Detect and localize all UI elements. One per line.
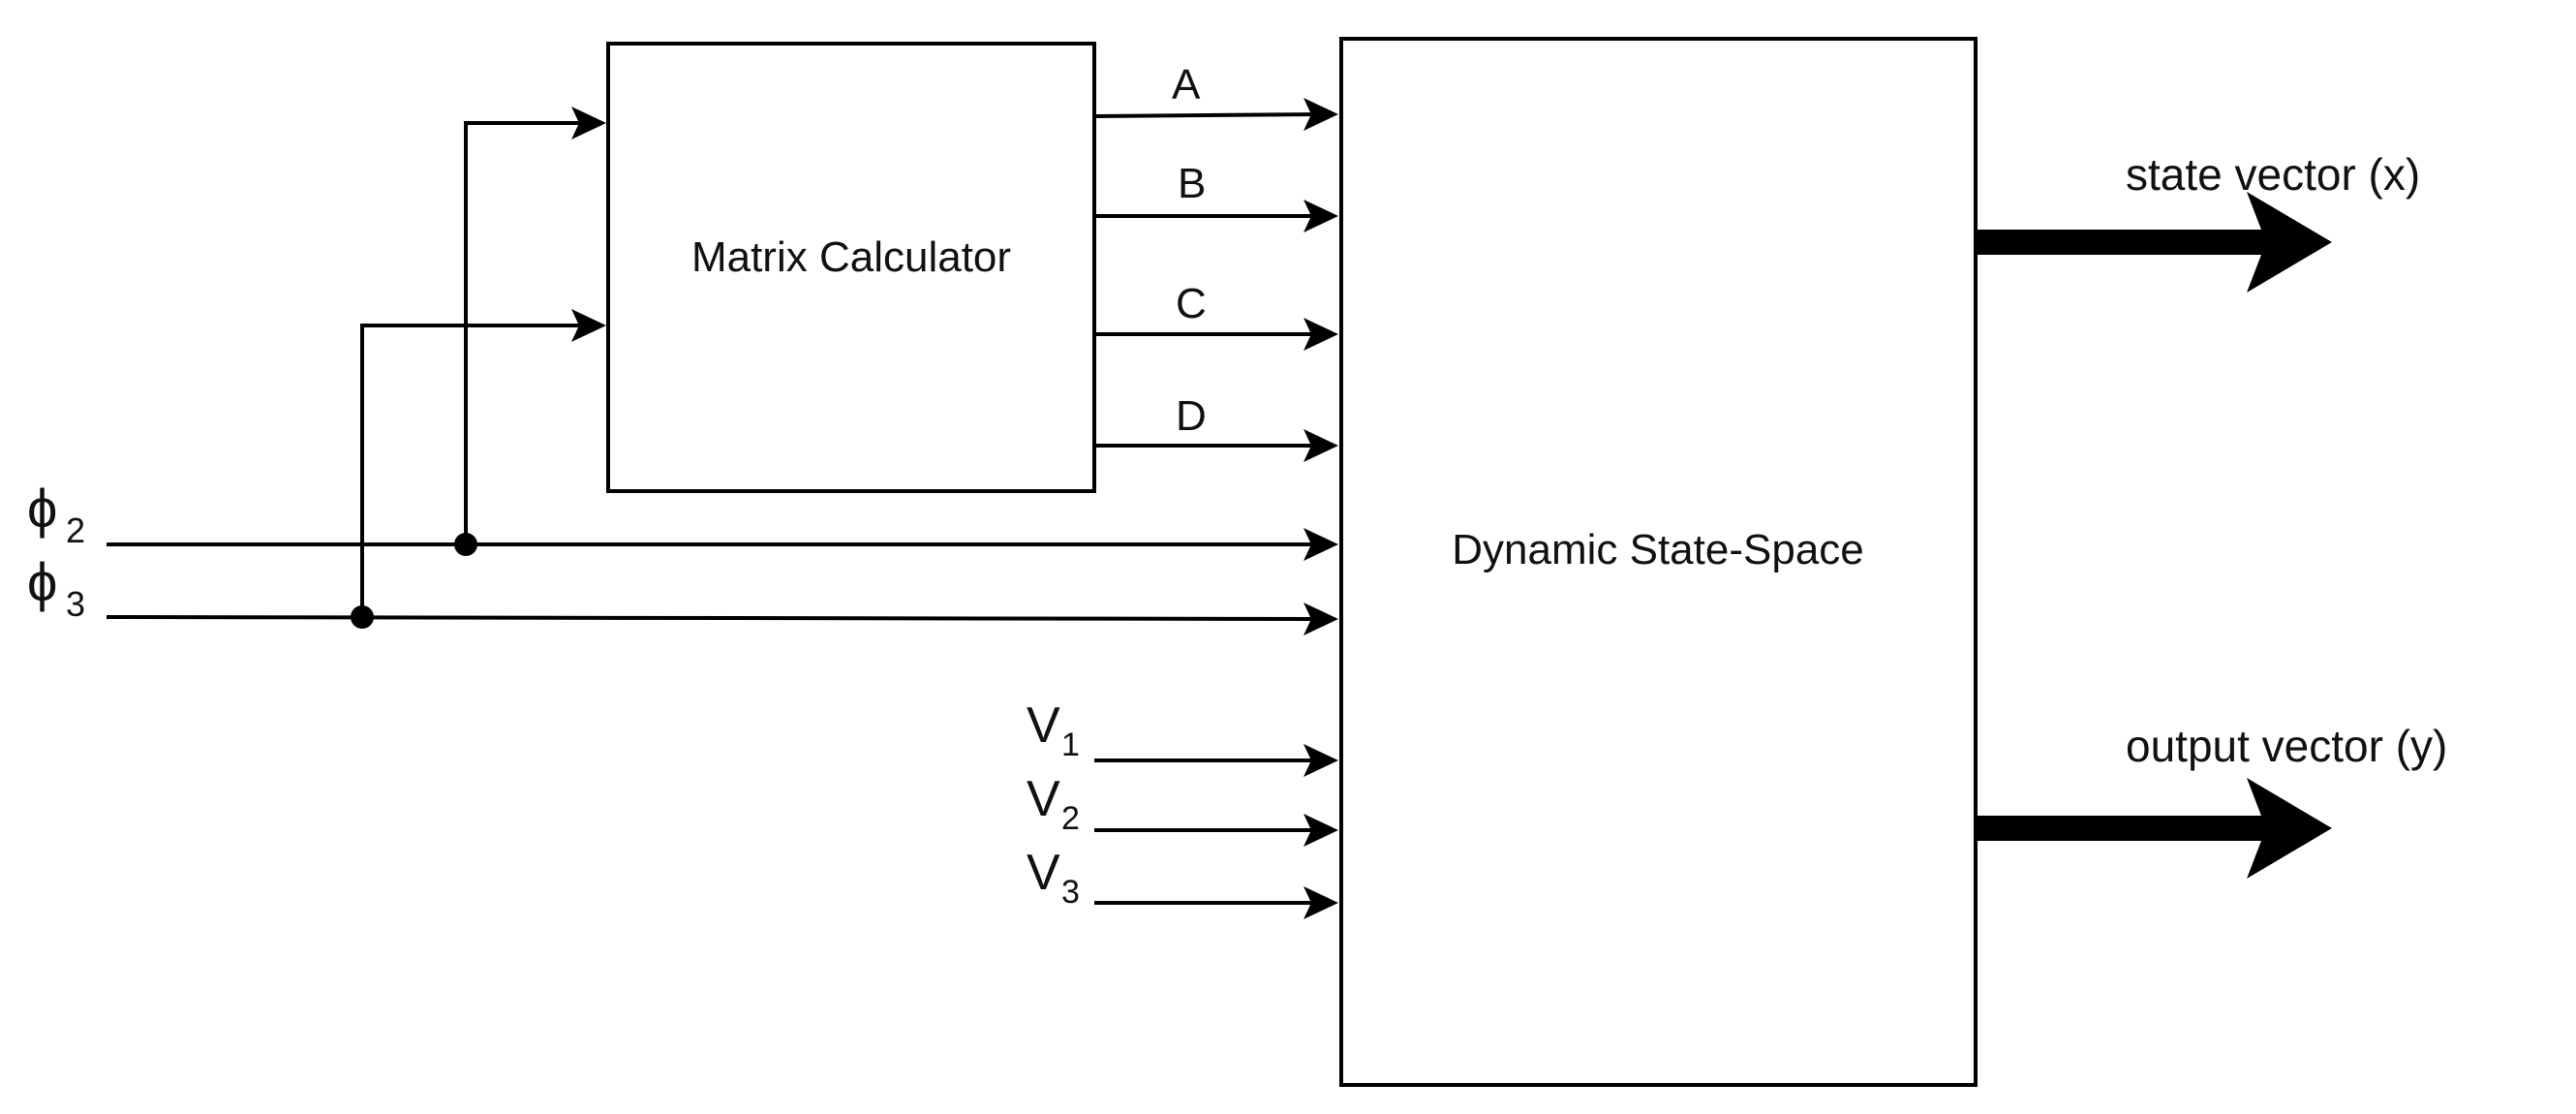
v1-arrowhead (1303, 744, 1338, 777)
svg-text:V: V (1027, 697, 1060, 754)
v3-arrowhead (1303, 886, 1338, 919)
matrix-c-label: C (1176, 280, 1207, 327)
phi2-branch-line (464, 121, 587, 544)
phi2-branch-arrowhead (571, 107, 606, 139)
svg-text:ϕ: ϕ (27, 478, 57, 539)
svg-text:ϕ: ϕ (27, 551, 57, 612)
phi2-arrowhead (1303, 528, 1338, 561)
phi3-line (106, 615, 1320, 621)
dynamic-state-space-label: Dynamic State-Space (1452, 526, 1864, 573)
v3-label: V 3 (1027, 845, 1080, 911)
svg-text:V: V (1027, 845, 1060, 901)
dynamic-state-space-block (1339, 37, 1978, 1087)
svg-text:2: 2 (66, 511, 85, 550)
matrix-calculator-block (606, 42, 1096, 493)
output-vector-arrow-shaft (1976, 816, 2266, 841)
matrix-c-arrowhead (1303, 318, 1338, 351)
matrix-a-line (1093, 112, 1320, 118)
svg-text:3: 3 (66, 584, 85, 624)
phi3-label: ϕ 3 (27, 551, 85, 624)
matrix-b-label: B (1178, 160, 1206, 207)
state-vector-arrowhead (2247, 192, 2332, 293)
v2-label: V 2 (1027, 771, 1080, 837)
svg-text:3: 3 (1061, 874, 1080, 911)
matrix-d-arrowhead (1303, 429, 1338, 462)
matrix-b-arrowhead (1303, 200, 1338, 232)
phi3-branch-arrowhead (571, 309, 606, 342)
svg-text:V: V (1027, 771, 1060, 827)
state-vector-arrow-shaft (1976, 230, 2266, 255)
phi3-arrowhead (1303, 603, 1338, 635)
matrix-a-label: A (1172, 61, 1201, 108)
phi3-branch-line (360, 324, 587, 617)
phi2-label: ϕ 2 (27, 478, 85, 550)
svg-text:2: 2 (1061, 800, 1080, 837)
matrix-a-arrowhead (1303, 98, 1338, 131)
output-vector-arrowhead (2247, 778, 2332, 879)
output-vector-label: output vector (y) (2126, 721, 2447, 771)
matrix-d-label: D (1176, 392, 1207, 440)
state-vector-label: state vector (x) (2126, 149, 2420, 200)
svg-text:1: 1 (1061, 727, 1080, 763)
v2-arrowhead (1303, 814, 1338, 847)
v1-label: V 1 (1027, 697, 1080, 763)
matrix-calculator-label: Matrix Calculator (691, 233, 1011, 281)
